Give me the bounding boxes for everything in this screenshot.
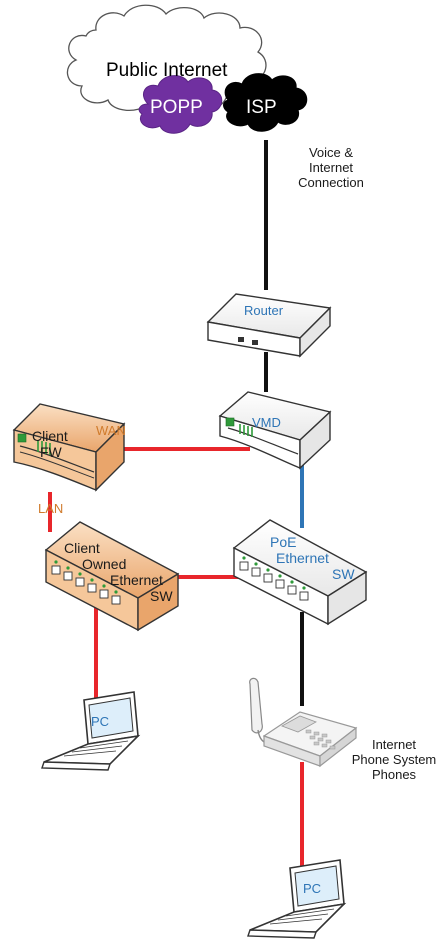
laptop-bottom-device [247,859,347,939]
public-internet-label: Public Internet [106,60,228,81]
pc-bottom-label: PC [303,881,322,896]
voice-label-line3: Connection [298,174,364,190]
vmd-label: VMD [252,415,281,430]
popp-cloud [138,75,223,134]
client-firewall-device [12,403,126,492]
poe-label-line2: Ethernet [276,550,329,567]
client-switch-device [44,521,180,632]
client-fw-label-line1: Client [32,428,68,444]
router-label: Router [244,303,284,318]
client-sw-label-line3: Ethernet [110,572,163,589]
phones-label-line3: Phones [371,766,417,782]
laptop-left-device [41,691,141,771]
client-switch-label: Client Owned Ethernet SW [64,540,173,604]
phones-label: Internet Phone System Phones [348,737,440,783]
isp-label: ISP [246,97,277,118]
wan-label: WAN [96,423,126,438]
client-sw-label-line4: SW [150,588,173,605]
voice-label-line2: Internet [308,159,354,175]
popp-label: POPP [150,97,203,118]
voice-internet-connection-label: Voice & Internet Connection [276,145,386,191]
lan-label: LAN [38,501,64,516]
ip-phone-device [249,677,358,768]
router-device [206,293,332,358]
voice-label-line1: Voice & [308,145,354,160]
poe-label-line1: PoE [270,534,297,550]
client-sw-label-line1: Client [64,540,100,556]
phones-label-line1: Internet [371,737,417,752]
poe-switch-label: PoE Ethernet SW [270,534,355,582]
client-fw-label: Client FW [32,428,68,460]
phones-label-line2: Phone System [351,751,437,767]
poe-label-line3: SW [332,566,355,583]
client-sw-label-line2: Owned [82,556,127,573]
client-fw-label-line2: FW [40,444,62,461]
isp-cloud [223,73,308,132]
public-internet-cloud [66,4,267,114]
poe-switch-device [232,519,368,626]
pc-left-label: PC [91,714,110,729]
vmd-device [218,391,332,470]
